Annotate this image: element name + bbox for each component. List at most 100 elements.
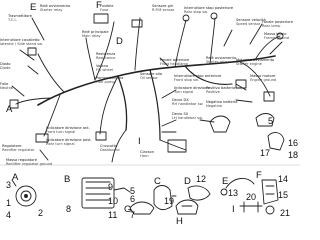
label-folle: Folle Neutral — [0, 82, 13, 90]
label-it: Massa motore — [250, 74, 276, 78]
label-it: Interruttore stop posteriore — [184, 6, 234, 10]
callout-letter: C — [154, 176, 161, 187]
label-indicatore-direzione-ant: Indicatore direzione ant. Front turn sig… — [46, 126, 90, 134]
label-it: Positivo batteria — [206, 86, 236, 90]
label-resistenza: Resistenza Resistance — [96, 52, 115, 60]
label-en: T.C.I. — [8, 18, 17, 23]
wiring-diagram: Trasmettitore T.C.I. Interruttore cavall… — [0, 0, 300, 227]
label-indicatore-direzione: Indicatore direzione Turn signal — [174, 86, 210, 94]
part-number: 12 — [196, 174, 207, 184]
label-it: Motorino avviamento — [236, 58, 275, 62]
part-number: 14 — [278, 174, 289, 184]
part-number: 18 — [288, 150, 299, 160]
label-relè-avviamento-2: Relè avviamento Starter relay — [206, 56, 236, 64]
label-it: Fanale posteriore — [262, 20, 294, 24]
label-it: Sensore velocità — [236, 18, 266, 22]
callout-letter: A — [6, 104, 13, 115]
label-it: Interruttore stop anteriore — [174, 74, 222, 78]
label-positivo-batteria: Positivo batteria Positive — [206, 86, 235, 94]
callout-letter: E — [222, 176, 229, 187]
callout-letter: E — [30, 2, 37, 13]
label-it: Devio SX — [172, 112, 189, 116]
label-en: Neutral — [0, 86, 14, 91]
label-motorino-avviamento: Motorino avviamento Starter engine — [236, 58, 274, 66]
label-negativo-batteria: Negativo batteria Negative — [206, 100, 237, 108]
label-it: Trasmettitore — [8, 14, 32, 18]
label-fanale-anteriore: Fanale anteriore Front headlamp — [160, 58, 189, 66]
part-number: 16 — [288, 138, 299, 148]
label-en: Positive — [206, 90, 220, 95]
label-en: Turn signal — [174, 90, 194, 95]
label-it: Relè principale — [82, 30, 109, 34]
label-en: RH handlebar sw. — [172, 102, 204, 107]
label-en: R.P.M sensor — [152, 8, 175, 13]
label-trasmettitore: Trasmettitore T.C.I. — [8, 14, 32, 22]
label-devio-sx: Devio SX LH handlebar sw. — [172, 112, 203, 120]
label-it: Sensore giri — [152, 4, 174, 8]
label-en: Rectifier regulator — [2, 148, 35, 153]
part-number: 20 — [246, 192, 257, 202]
label-it: Indicatore direzione ant. — [46, 126, 90, 130]
label-en: Starter relay — [40, 8, 63, 13]
label-en: Resistance — [96, 56, 116, 61]
label-en: Rectifier regulator ground — [6, 162, 53, 167]
label-en: Rear stop sw. — [184, 10, 208, 15]
label-en: Starter relay — [206, 60, 229, 65]
label-it: Negativo batteria — [206, 100, 238, 104]
label-it: Regolatore — [2, 144, 22, 148]
label-sensore-olio: Sensore olio Oil sensor — [140, 72, 162, 80]
label-en: Rear lamp — [262, 24, 281, 29]
wiring-harness-drawing — [0, 12, 300, 215]
label-en: Frame ground — [264, 36, 290, 41]
part-number: 3 — [6, 180, 12, 190]
label-indicatore-direzione-post: Indicatore direzione post. Rear turn sig… — [46, 138, 92, 146]
label-diodo: Diodo Diode — [0, 62, 10, 70]
part-number: 19 — [164, 196, 175, 206]
label-interruttore-stop-posteriore: Interruttore stop posteriore Rear stop s… — [184, 6, 233, 14]
label-relè-avviamento: Relè avviamento Starter relay — [40, 4, 70, 12]
label-it: Relè avviamento — [206, 56, 237, 60]
label-it: Diodo — [0, 62, 11, 66]
part-number: 11 — [108, 210, 118, 220]
label-en: Engine ground — [250, 78, 277, 83]
part-number: 7 — [130, 210, 136, 220]
label-it: Fanale anteriore — [160, 58, 190, 62]
callout-letter: D — [184, 176, 191, 187]
label-regolatore: Regolatore Rectifier regulator — [2, 144, 34, 152]
label-sensore-velocità: Sensore velocità Speed sensor — [236, 18, 266, 26]
part-number: 2 — [38, 208, 44, 218]
label-volano: Volano Fly wheel — [96, 64, 113, 72]
label-it: Indicatore direzione post. — [46, 138, 92, 142]
label-it: Volano — [96, 64, 109, 68]
label-en: Main relay — [82, 34, 101, 39]
label-it: Pompa benzina — [96, 76, 124, 80]
label-it: Cruscotto — [100, 144, 118, 148]
label-cruscotto: Cruscotto Dashboard — [100, 144, 120, 152]
label-it: Relè avviamento — [40, 4, 71, 8]
callout-letter: I — [232, 204, 235, 215]
part-number: 13 — [228, 188, 239, 198]
label-en: Rear turn signal — [46, 142, 75, 147]
callout-letter: A — [12, 172, 19, 183]
label-it: Resistenza — [96, 52, 116, 56]
label-en: Front turn signal — [46, 130, 76, 135]
label-interruttore-cavalletto: Interruttore cavalletto laterale / Side … — [0, 38, 43, 46]
label-fusibile: Fusibile Fuse — [100, 4, 114, 12]
label-it: Fusibile — [100, 4, 114, 8]
label-int-stop-anteriore: Interruttore stop anteriore Front stop s… — [174, 74, 221, 82]
label-massa-telaio: Massa telaio Frame ground — [264, 32, 289, 40]
label-en: Fuse — [100, 8, 109, 13]
label-en: LH handlebar sw. — [172, 116, 203, 121]
label-it: Folle — [0, 82, 9, 86]
part-number: 6 — [130, 194, 136, 204]
label-en: laterale / Side stand sw. — [0, 42, 43, 47]
callout-letter: F — [96, 0, 102, 11]
part-number: 21 — [280, 208, 291, 218]
label-massa-regolatore: Massa regolatore Rectifier regulator gro… — [6, 158, 52, 166]
label-it: Massa regolatore — [6, 158, 37, 162]
label-it: Interruttore cavalletto — [0, 38, 40, 42]
callout-letter: F — [256, 170, 262, 181]
label-clacson: Clacson Horn — [140, 150, 154, 158]
label-relè-principale: Relè principale Main relay — [82, 30, 109, 38]
callout-letter: H — [176, 216, 183, 227]
